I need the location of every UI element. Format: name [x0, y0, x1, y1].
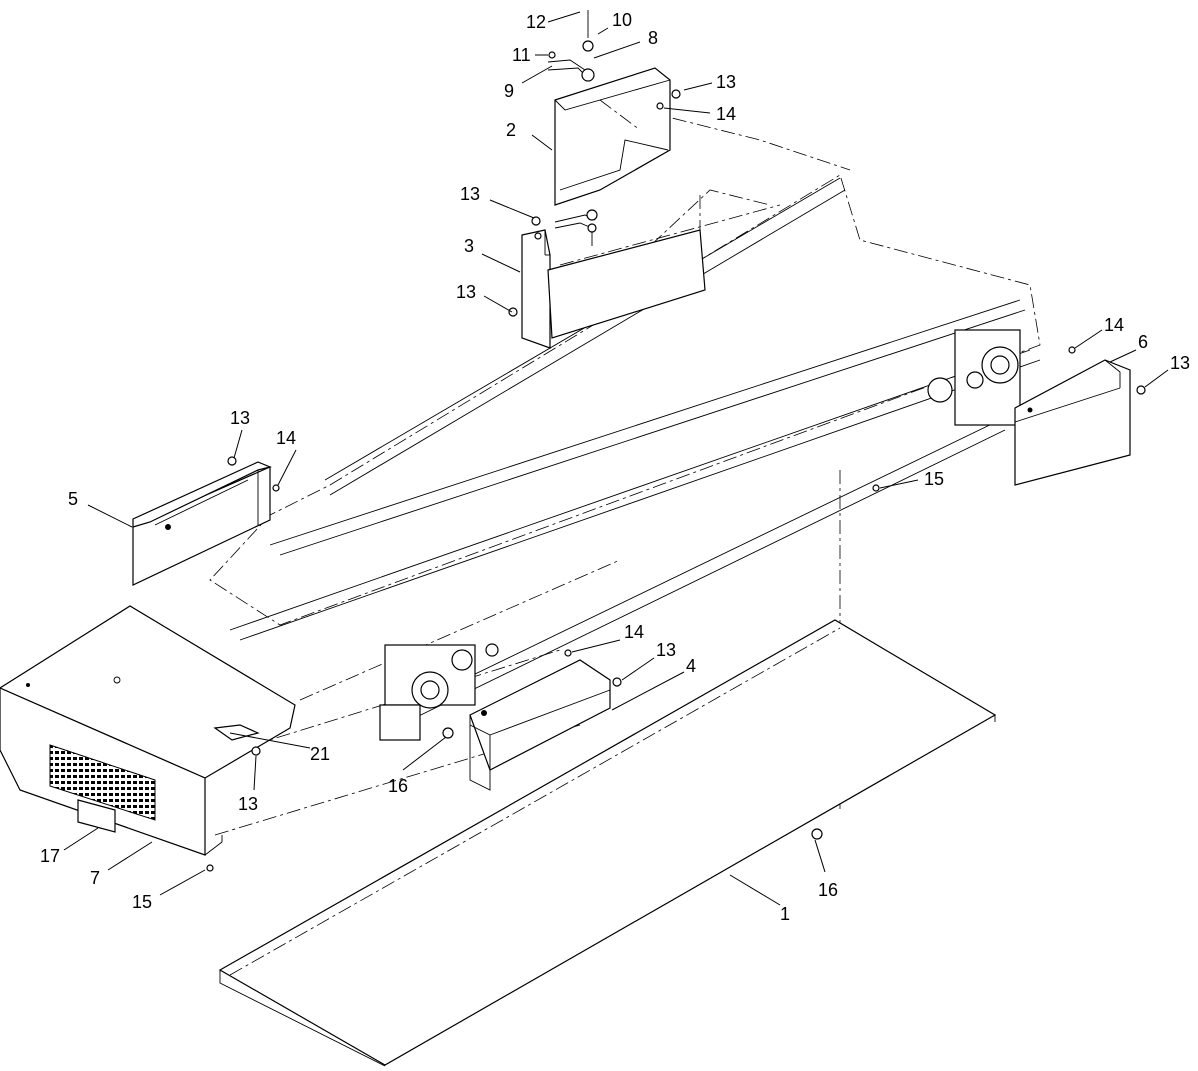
callout-11: 11	[512, 45, 531, 65]
callout-13-right: 13	[1170, 353, 1190, 373]
callout-21: 21	[310, 744, 330, 764]
fasteners	[206, 89, 1146, 872]
callout-3: 3	[464, 236, 474, 256]
head-bearing-assembly	[927, 329, 1021, 426]
tail-bearing-assembly	[379, 643, 499, 741]
callout-14-right: 14	[1104, 315, 1124, 335]
screw-icon	[1136, 385, 1146, 395]
washer-icon	[656, 102, 664, 110]
leader-lines	[63, 11, 1169, 906]
callout-13-bottom-left: 13	[238, 794, 258, 814]
callout-10: 10	[612, 10, 632, 30]
callout-8: 8	[648, 28, 658, 48]
part-1-bottom-pan	[218, 619, 997, 1067]
callout-1: 1	[780, 904, 790, 924]
callout-6: 6	[1138, 332, 1148, 352]
callout-9: 9	[504, 81, 514, 101]
callout-13-mid-upper: 13	[460, 184, 480, 204]
callout-14-top: 14	[716, 104, 736, 124]
callout-labels: 12 10 8 11 9 13 14 2 13 3 13 13 14 5 14 …	[40, 10, 1190, 924]
callout-14-center: 14	[624, 622, 644, 642]
callout-5: 5	[68, 489, 78, 509]
callout-13-mid-lower: 13	[456, 282, 476, 302]
callout-16-center: 16	[388, 776, 408, 796]
part-3-side-guard	[521, 229, 706, 349]
callout-2: 2	[506, 120, 516, 140]
callout-12: 12	[526, 12, 546, 32]
screw-icon	[206, 864, 214, 872]
callout-13-left: 13	[230, 408, 250, 428]
screw-icon	[872, 484, 880, 492]
callout-14-left: 14	[276, 428, 296, 448]
callout-15-left: 15	[132, 892, 152, 912]
washer-icon	[1068, 346, 1076, 354]
callout-7: 7	[90, 868, 100, 888]
part-6-end-guard	[1014, 359, 1131, 486]
screw-icon	[227, 456, 237, 466]
callout-13-bottom-center: 13	[656, 640, 676, 660]
part-4-side-cover	[469, 659, 611, 791]
nut-icon	[442, 727, 454, 739]
callout-15-right: 15	[924, 469, 944, 489]
part-17-label	[77, 799, 116, 833]
screw-icon	[508, 307, 518, 317]
part-7-motor-cover	[0, 605, 296, 856]
screw-icon	[251, 746, 261, 756]
callout-4: 4	[686, 656, 696, 676]
callout-13-top: 13	[716, 72, 736, 92]
part-2-upper-hood	[554, 67, 671, 206]
screw-icon	[671, 89, 681, 99]
bracket-hardware	[531, 10, 598, 246]
washer-icon	[564, 649, 572, 657]
part-21-clip	[213, 724, 260, 741]
screw-icon	[612, 677, 622, 687]
callout-16-right: 16	[818, 880, 838, 900]
washer-icon	[272, 484, 280, 492]
part-5-end-guard	[132, 461, 272, 586]
nut-icon	[811, 828, 823, 840]
callout-17: 17	[40, 846, 60, 866]
